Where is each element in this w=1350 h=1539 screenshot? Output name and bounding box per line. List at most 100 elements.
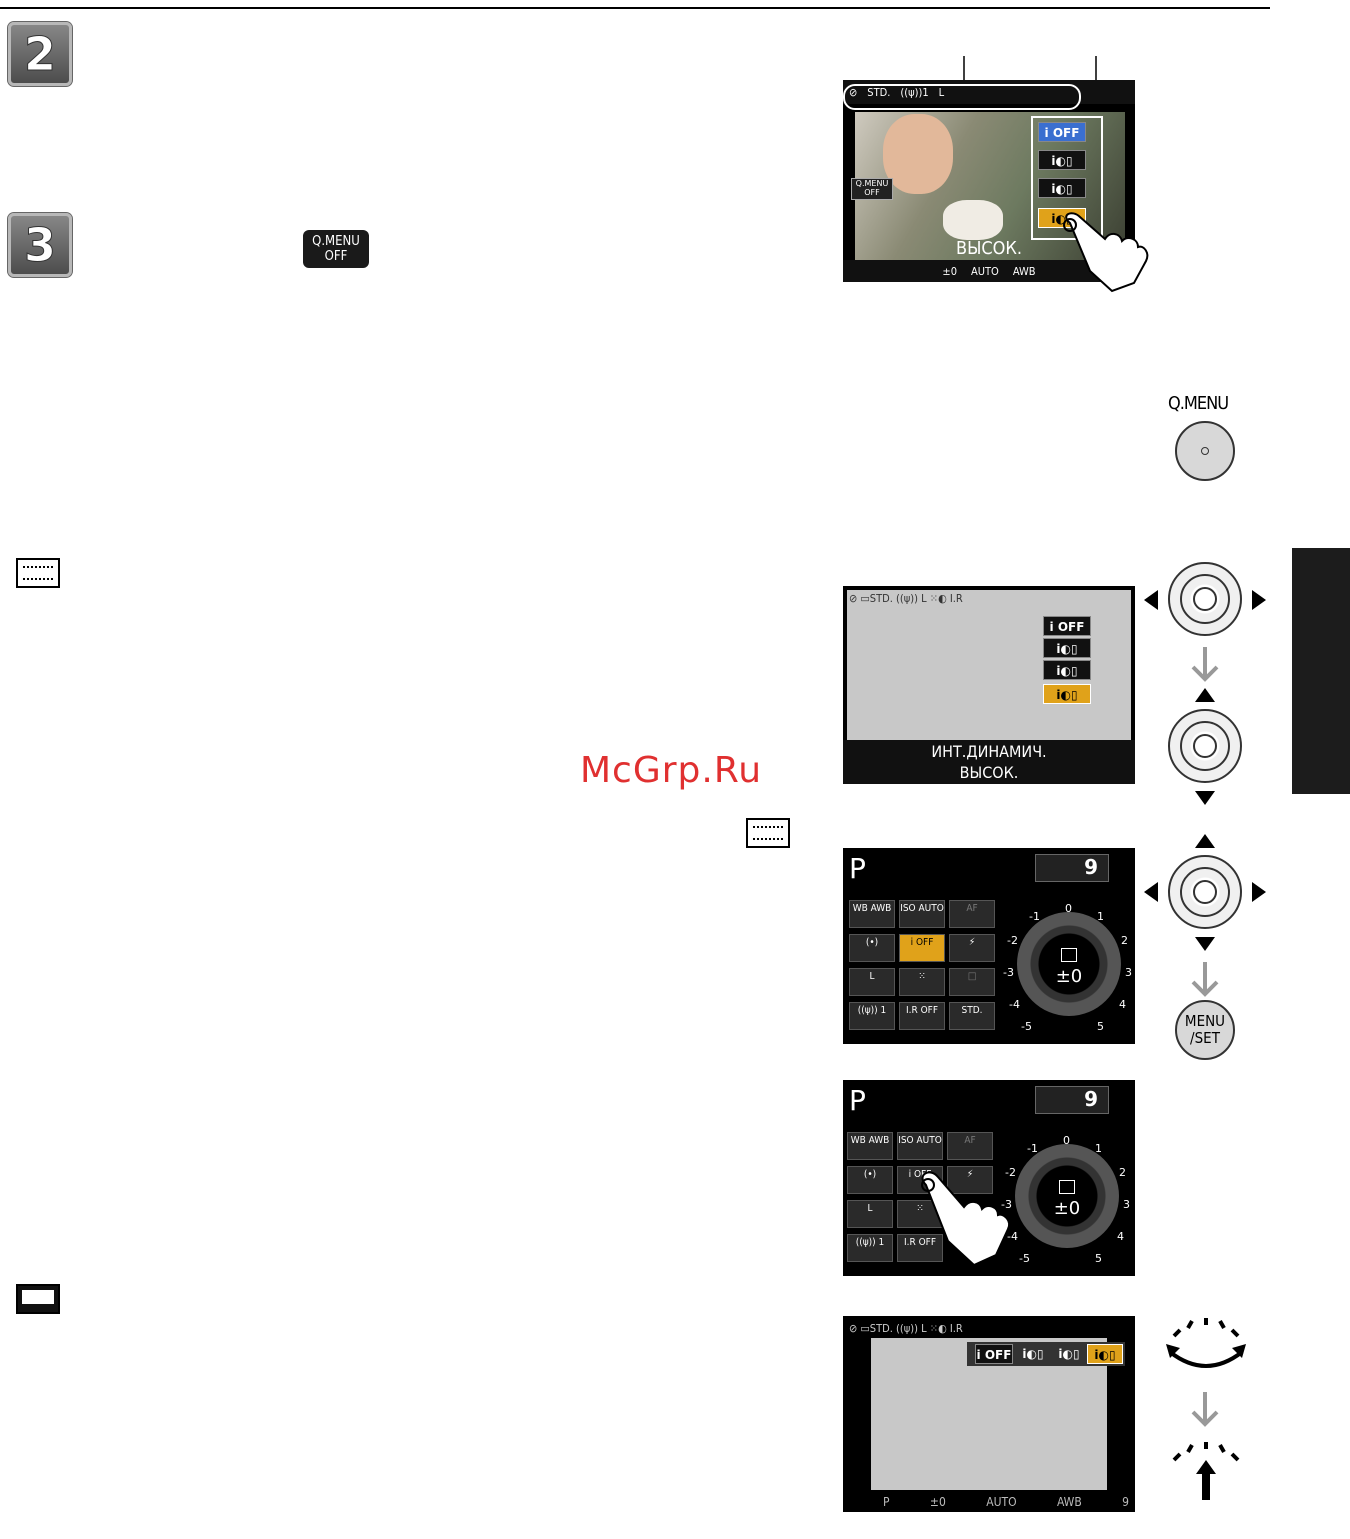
exposure-dial[interactable] xyxy=(1017,912,1121,1016)
left-arrow-icon xyxy=(1144,882,1158,902)
step-3-badge: 3 xyxy=(8,213,72,277)
tile-stabilizer[interactable]: ((ψ)) 1 xyxy=(849,1002,895,1030)
exposure-value: ±0 xyxy=(942,264,957,278)
qmenu-off-line2: OFF xyxy=(324,249,348,264)
option-i-off[interactable]: i OFF xyxy=(1038,122,1086,142)
mode-indicator: P xyxy=(849,1084,866,1117)
mode-indicator: P xyxy=(883,1495,890,1509)
option-standard[interactable]: i◐▯ xyxy=(1038,178,1086,198)
qmenu-button-label: Q.MENU xyxy=(1168,393,1229,414)
tile-size[interactable]: L xyxy=(849,968,895,996)
down-arrow-icon xyxy=(1195,937,1215,951)
qmenu-off-touch-button[interactable]: Q.MENU OFF xyxy=(851,178,893,200)
option-standard[interactable]: i◐▯ xyxy=(1058,1347,1080,1361)
tile-ir[interactable]: I.R OFF xyxy=(897,1234,943,1262)
stabilizer-icon[interactable]: ((ψ))1 xyxy=(900,85,929,99)
cursor-pad-3[interactable] xyxy=(1168,855,1242,929)
screen-5-topbar: ⊘ ▭STD. ((ψ)) L ⁙◐ I.R xyxy=(849,1321,963,1335)
next-step-arrow-icon xyxy=(1191,1392,1219,1427)
option-low[interactable]: i◐▯ xyxy=(1038,150,1086,170)
size-L[interactable]: L xyxy=(938,85,945,99)
step-2-badge: 2 xyxy=(8,22,72,86)
screen-2-topbar: ⊘ ▭STD. ((ψ)) L ⁙◐ I.R xyxy=(849,591,963,605)
next-step-arrow-icon xyxy=(1191,962,1219,997)
shots-remaining: 9 xyxy=(1035,1086,1109,1114)
tile-wb[interactable]: WB AWB xyxy=(847,1132,893,1160)
cursor-pad-2[interactable] xyxy=(1168,709,1242,783)
screen-3: P 9 WB AWB ISO AUTO AF (•) i OFF ⚡ L ⁙ □… xyxy=(843,848,1135,1044)
wb-value: AWB xyxy=(1012,264,1036,278)
watermark: McGrp.Ru xyxy=(580,750,763,791)
exposure-icon xyxy=(1059,1180,1075,1194)
quick-menu-items-outline xyxy=(843,84,1081,110)
right-arrow-icon xyxy=(1252,590,1266,610)
rear-dial-turn-icon xyxy=(1166,1318,1246,1368)
option-i-off[interactable]: i OFF xyxy=(1043,616,1091,636)
tile-quality[interactable]: ⁙ xyxy=(899,968,945,996)
chapter-side-tab xyxy=(1292,548,1350,794)
tile-af[interactable]: AF xyxy=(949,900,995,928)
screen-5: ⊘ ▭STD. ((ψ)) L ⁙◐ I.R i OFF i◐▯ i◐▯ i◐▯… xyxy=(843,1316,1135,1512)
tile-af[interactable]: AF xyxy=(947,1132,993,1160)
exposure-dial[interactable] xyxy=(1015,1144,1119,1248)
options-outline xyxy=(1031,116,1103,240)
exposure-value: ±0 xyxy=(929,1495,946,1509)
up-arrow-icon xyxy=(1195,688,1215,702)
tile-stabilizer[interactable]: ((ψ)) 1 xyxy=(847,1234,893,1262)
qmenu-hardware-button[interactable] xyxy=(1175,421,1235,481)
caption-bar xyxy=(843,740,1135,784)
screen-2: ⊘ ▭STD. ((ψ)) L ⁙◐ I.R i OFF i◐▯ i◐▯ i◐▯… xyxy=(843,586,1135,784)
shots-remaining: 9 xyxy=(1035,854,1109,882)
option-standard[interactable]: i◐▯ xyxy=(1043,660,1091,680)
qmenu-off-line1: Q.MENU xyxy=(312,234,360,249)
up-arrow-icon xyxy=(1195,834,1215,848)
option-i-off[interactable]: i OFF xyxy=(975,1344,1013,1364)
dial-value: ±0 xyxy=(1053,1198,1081,1219)
option-high[interactable]: i◐▯ xyxy=(1087,1344,1123,1364)
setting-caption: ВЫСОК. xyxy=(955,238,1023,259)
mode-indicator: P xyxy=(849,852,866,885)
exposure-icon xyxy=(1061,948,1077,962)
qmenu-dot-icon xyxy=(1201,447,1209,455)
tile-i-dynamic[interactable]: i OFF xyxy=(899,934,945,962)
screen-4: P 9 WB AWB ISO AUTO AF (•) i OFF ⚡ L ⁙ (… xyxy=(843,1080,1135,1276)
rear-dial-press-icon xyxy=(1172,1442,1240,1500)
right-arrow-icon xyxy=(1252,882,1266,902)
shots-remaining: 9 xyxy=(1122,1495,1129,1509)
touch-hand-icon xyxy=(921,1171,1010,1267)
iso-value: AUTO xyxy=(986,1495,1017,1509)
menu-set-button[interactable]: MENU /SET xyxy=(1175,1000,1235,1060)
viewfinder-mode-icon-inline xyxy=(746,818,790,848)
dial-value: ±0 xyxy=(1055,966,1083,987)
screen-1: ⊘ STD. ((ψ))1 L i OFF i◐▯ i◐▯ i◐▯ Q.MENU… xyxy=(843,80,1135,282)
photo-style-std[interactable]: STD. xyxy=(867,85,891,99)
iso-value: AUTO xyxy=(971,264,999,278)
option-high[interactable]: i◐▯ xyxy=(1043,684,1091,704)
tile-ir[interactable]: I.R OFF xyxy=(899,1002,945,1030)
tile-size[interactable]: L xyxy=(847,1200,893,1228)
guinea-pig xyxy=(943,200,1003,240)
tile-metering[interactable]: (•) xyxy=(849,934,895,962)
viewfinder-mode-icon xyxy=(16,558,60,588)
touch-hand-icon xyxy=(1063,212,1149,293)
tile-wb[interactable]: WB AWB xyxy=(849,900,895,928)
tile-metering[interactable]: (•) xyxy=(847,1166,893,1194)
setting-value: ВЫСОК. xyxy=(959,763,1019,782)
wb-value: AWB xyxy=(1056,1495,1082,1509)
option-low[interactable]: i◐▯ xyxy=(1022,1347,1044,1361)
down-arrow-icon xyxy=(1195,791,1215,805)
tile-photo-style[interactable]: STD. xyxy=(949,1002,995,1030)
tile-iso[interactable]: ISO AUTO xyxy=(899,900,945,928)
tile-iso[interactable]: ISO AUTO xyxy=(897,1132,943,1160)
tile-flash[interactable]: ⚡ xyxy=(949,934,995,962)
setting-name: ИНТ.ДИНАМИЧ. xyxy=(931,742,1047,761)
left-arrow-icon xyxy=(1144,590,1158,610)
next-step-arrow-icon xyxy=(1191,647,1219,682)
child-face xyxy=(883,114,953,194)
tile-drive[interactable]: □ xyxy=(949,968,995,996)
monitor-mode-icon xyxy=(16,1284,60,1314)
cursor-pad-1[interactable] xyxy=(1168,562,1242,636)
tile-flash[interactable]: ⚡ xyxy=(947,1166,993,1194)
option-low[interactable]: i◐▯ xyxy=(1043,638,1091,658)
qmenu-off-icon: Q.MENU OFF xyxy=(303,230,369,268)
